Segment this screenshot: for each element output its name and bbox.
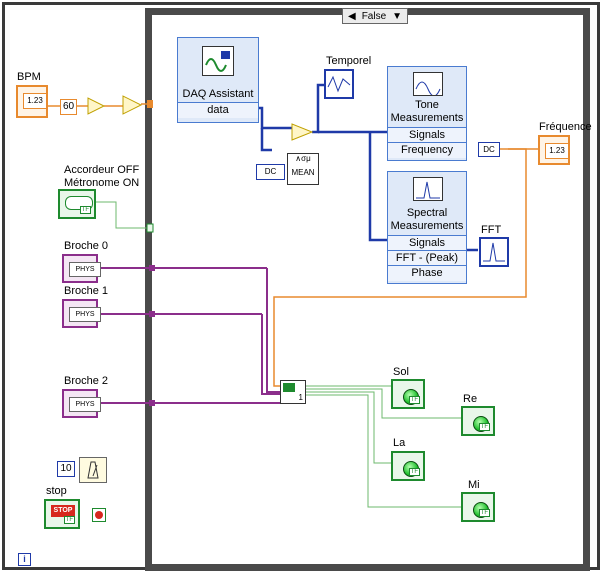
broche0-label: Broche 0 <box>64 240 109 252</box>
daq-title: DAQ Assistant <box>182 88 254 100</box>
mean-label: MEAN <box>291 168 315 177</box>
broche1-display: PHYS <box>69 307 101 322</box>
dc-constant-1[interactable]: DC <box>256 164 285 180</box>
spectral-title-line1: Spectral <box>406 207 448 219</box>
loop-condition-icon <box>92 508 106 522</box>
spectral-title-line2: Measurements <box>390 220 464 232</box>
selector-value[interactable]: False <box>361 10 387 22</box>
stop-label: stop <box>46 485 67 497</box>
accordeur-label-line2: Métronome ON <box>64 177 140 189</box>
tone-icon <box>413 72 443 97</box>
spectral-fft-peak-row[interactable]: FFT - (Peak) <box>388 250 466 266</box>
tone-frequency-row[interactable]: Frequency <box>388 142 466 158</box>
tone-title-line1: Tone <box>415 99 439 111</box>
frequence-label: Fréquence <box>539 121 592 133</box>
case-selector[interactable]: ◀ False ▼ <box>342 8 409 24</box>
frequence-display: 1.23 <box>545 143 569 159</box>
bpm-control[interactable]: 1.23 <box>16 85 48 118</box>
temporel-label: Temporel <box>326 55 372 67</box>
fft-label: FFT <box>481 224 502 236</box>
bpm-display: 1.23 <box>23 93 47 109</box>
stop-tf: TF <box>63 516 75 524</box>
tone-title-line2: Measurements <box>390 112 464 124</box>
broche1-control[interactable]: PHYS <box>62 299 101 328</box>
daq-data-row[interactable]: data <box>178 102 258 118</box>
subvi-index: 1 <box>298 393 303 402</box>
bpm-constant[interactable]: 60 <box>60 99 77 115</box>
stop-button[interactable]: STOP TF <box>44 499 80 529</box>
stop-face: STOP <box>51 505 75 517</box>
frequence-indicator[interactable]: 1.23 <box>538 135 570 165</box>
sol-tf: TF <box>408 396 420 404</box>
selector-left-arrow[interactable]: ◀ <box>348 10 356 22</box>
daq-icon <box>202 46 234 76</box>
metronome-wait-icon <box>79 457 107 483</box>
broche0-display: PHYS <box>69 262 101 277</box>
re-indicator[interactable]: TF <box>461 406 495 436</box>
purple-wires <box>97 267 282 404</box>
tone-signals-row[interactable]: Signals <box>388 127 466 143</box>
daq-assistant-node[interactable]: DAQ Assistant data <box>177 37 259 123</box>
fft-graph-indicator[interactable] <box>479 237 509 267</box>
info-icon[interactable]: i <box>18 553 31 566</box>
wait-ms-constant[interactable]: 10 <box>57 461 75 477</box>
mean-icon: ∧σμ <box>295 154 311 163</box>
blue-wires <box>258 83 478 252</box>
broche2-label: Broche 2 <box>64 375 109 387</box>
tone-measurements-node[interactable]: Tone Measurements Signals Frequency <box>387 66 467 161</box>
temporel-graph-indicator[interactable] <box>324 69 354 99</box>
tunnel-green <box>146 223 154 233</box>
selector-down-arrow[interactable]: ▼ <box>392 10 403 22</box>
mi-tf: TF <box>478 509 490 517</box>
spectral-signals-row[interactable]: Signals <box>388 235 466 251</box>
accordeur-label-line1: Accordeur OFF <box>64 164 140 176</box>
dc-constant-2[interactable]: DC <box>478 142 500 157</box>
subtract-node <box>291 123 314 141</box>
sol-indicator[interactable]: TF <box>391 379 425 409</box>
spectral-measurements-node[interactable]: Spectral Measurements Signals FFT - (Pea… <box>387 171 467 284</box>
mi-label: Mi <box>468 479 480 491</box>
multiply-node <box>122 95 143 115</box>
accordeur-tf: TF <box>79 206 91 214</box>
la-indicator[interactable]: TF <box>391 451 425 481</box>
accordeur-toggle[interactable]: TF <box>58 189 96 219</box>
sol-label: Sol <box>393 366 409 378</box>
peak-icon <box>413 177 443 201</box>
mean-node[interactable]: ∧σμ MEAN <box>287 153 319 185</box>
re-label: Re <box>463 393 478 405</box>
subvi-icon <box>283 383 295 392</box>
bpm-label: BPM <box>17 71 41 83</box>
mi-indicator[interactable]: TF <box>461 492 495 522</box>
divide-node <box>87 97 106 115</box>
la-tf: TF <box>408 468 420 476</box>
re-tf: TF <box>478 423 490 431</box>
broche1-label: Broche 1 <box>64 285 109 297</box>
la-label: La <box>393 437 406 449</box>
spectral-phase-row[interactable]: Phase <box>388 265 466 281</box>
broche2-control[interactable]: PHYS <box>62 389 101 418</box>
wire-junctions <box>149 265 155 406</box>
tunnel-orange <box>147 100 153 108</box>
broche2-display: PHYS <box>69 397 101 412</box>
broche0-control[interactable]: PHYS <box>62 254 101 283</box>
subvi-node[interactable]: 1 <box>280 380 306 404</box>
